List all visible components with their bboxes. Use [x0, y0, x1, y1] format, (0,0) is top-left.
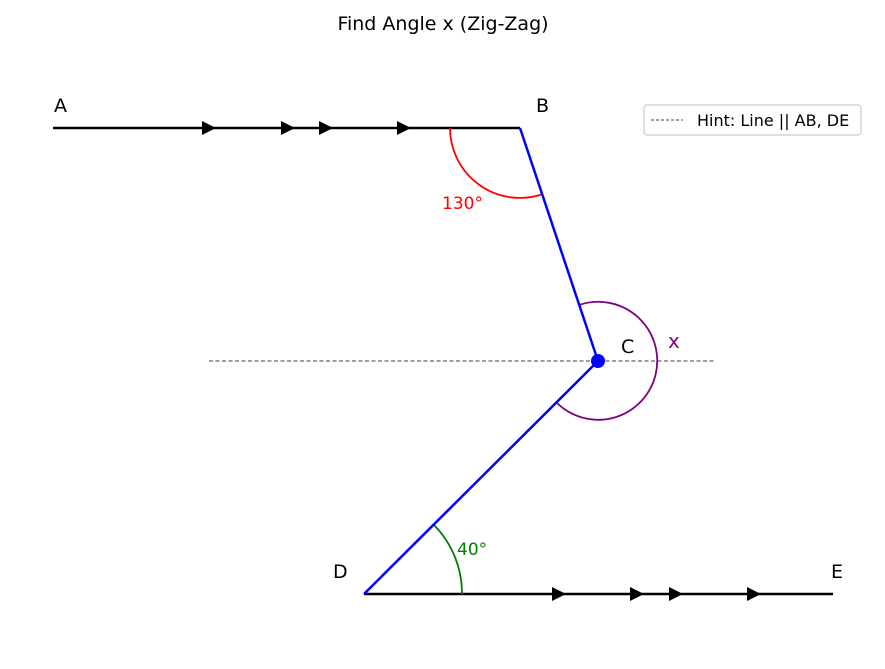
- parallel-arrow-ab-2: [281, 121, 295, 135]
- point-c-marker: [591, 354, 605, 368]
- point-label-e: E: [831, 561, 843, 583]
- angle-label-d: 40°: [457, 540, 487, 560]
- parallel-arrow-de-4: [747, 587, 761, 601]
- diagram-title: Find Angle x (Zig-Zag): [337, 13, 548, 35]
- point-label-d: D: [333, 561, 348, 583]
- angle-arc-c: [555, 300, 659, 421]
- legend-label-hint: Hint: Line || AB, DE: [697, 111, 849, 130]
- point-label-a: A: [54, 95, 67, 117]
- segment-cd: [363, 360, 599, 595]
- parallel-arrow-de-1: [552, 587, 566, 601]
- parallel-arrow-ab-1: [202, 121, 216, 135]
- point-label-b: B: [536, 95, 549, 117]
- angle-label-b: 130°: [442, 194, 483, 214]
- parallel-arrow-de-3: [669, 587, 683, 601]
- angle-arc-b: [449, 127, 544, 199]
- legend-box: [643, 104, 862, 136]
- angle-arc-d: [433, 524, 463, 595]
- parallel-arrow-ab-3: [319, 121, 333, 135]
- segment-bc: [518, 127, 600, 362]
- angle-label-c: x: [668, 329, 680, 353]
- legend: Hint: Line || AB, DE: [643, 104, 862, 136]
- parallel-arrow-de-2: [630, 587, 644, 601]
- point-label-c: C: [621, 336, 634, 358]
- parallel-arrow-ab-4: [397, 121, 411, 135]
